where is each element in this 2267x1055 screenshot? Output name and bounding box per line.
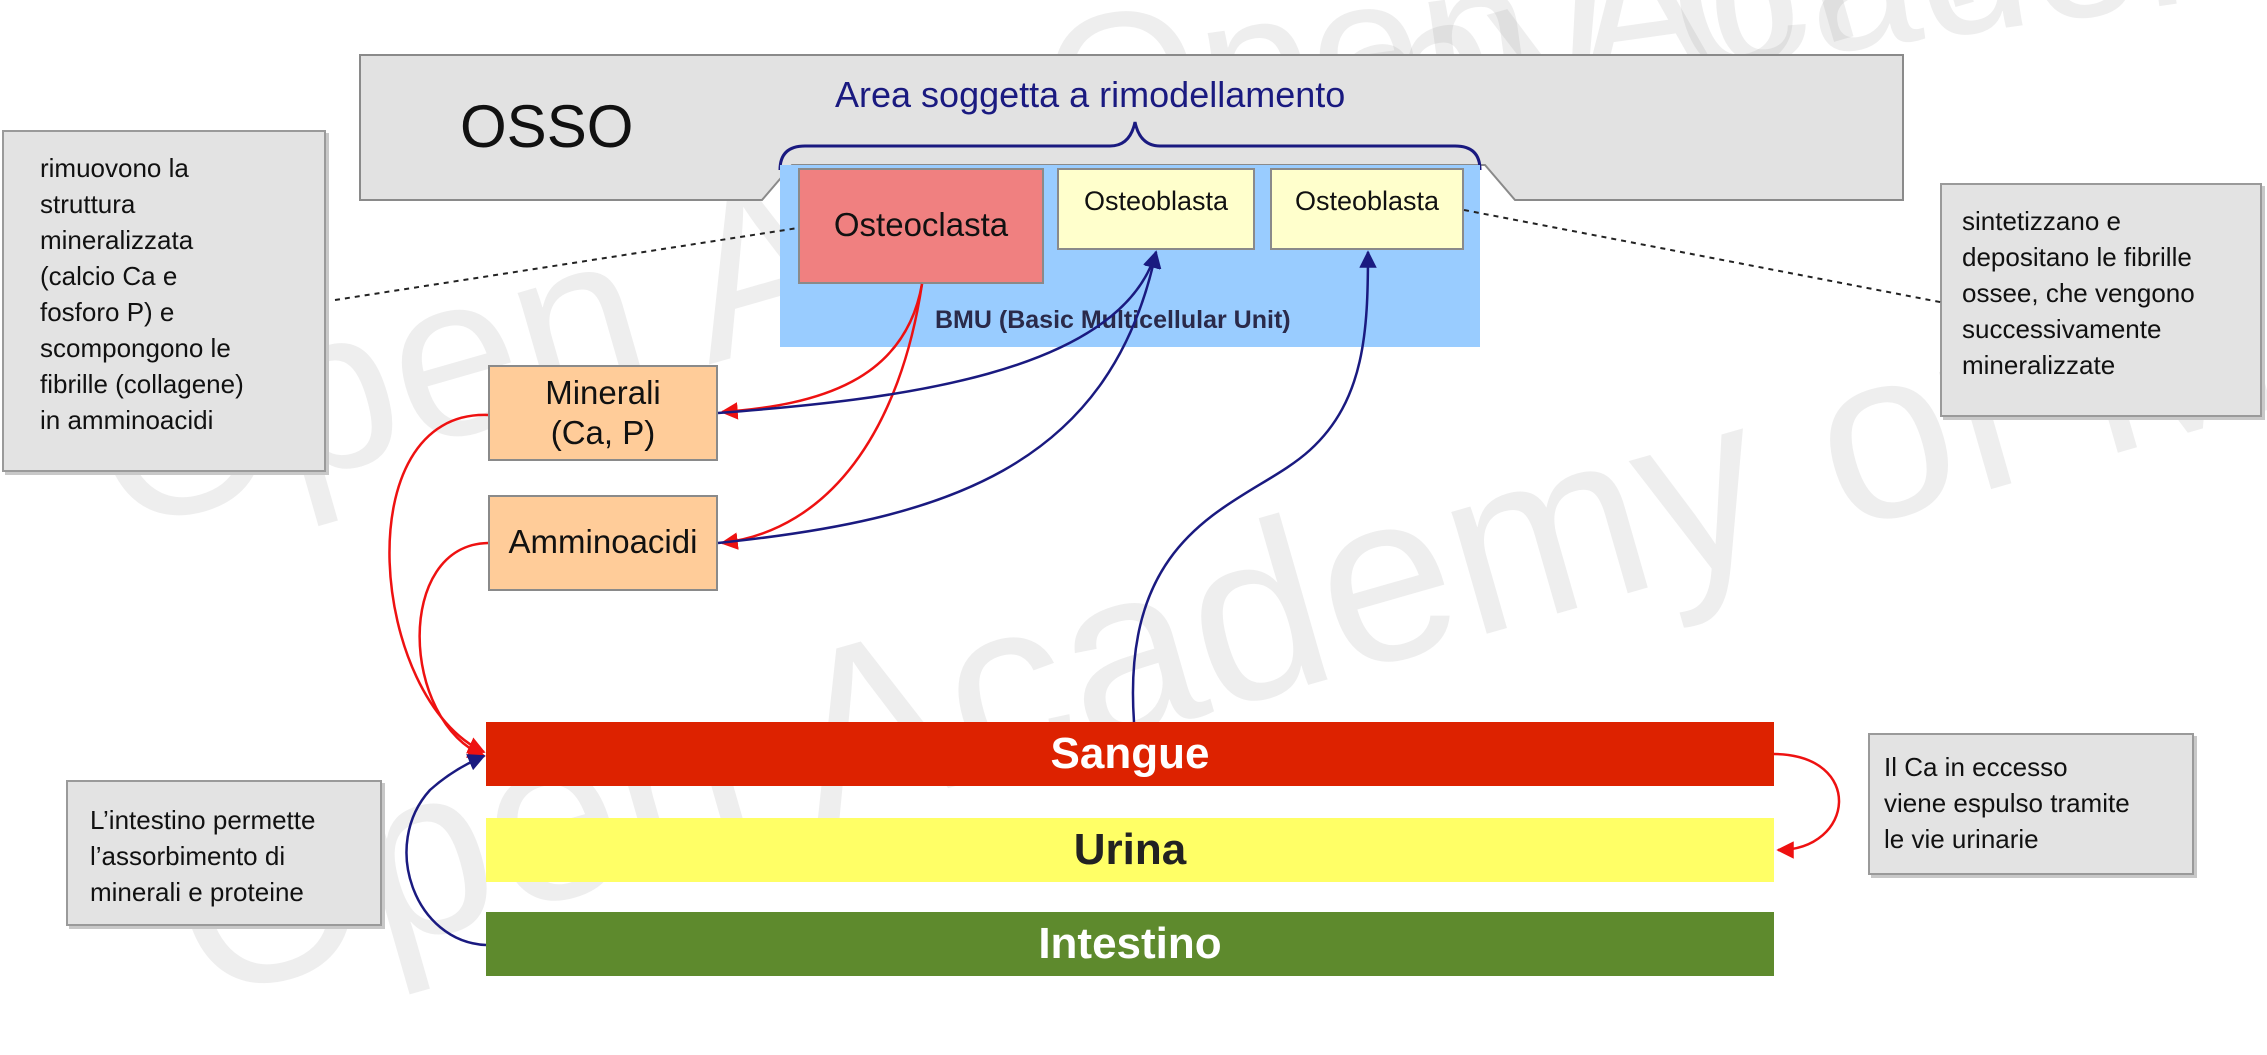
osteoclast-note-line: in amminoacidi <box>40 405 214 435</box>
blood-band: Sangue <box>486 722 1774 786</box>
osteoclast-note-line: fosforo P) e <box>40 297 175 327</box>
osteoblast-note-line: sintetizzano e <box>1962 206 2121 236</box>
amino-box: Amminoacidi <box>488 495 718 591</box>
osteoblast-note: sintetizzano e depositano le fibrille os… <box>1940 183 2262 417</box>
blood-to-urine-arrow <box>1773 752 1841 859</box>
osteoblast-cell-1: Osteoblasta <box>1057 168 1255 250</box>
osteoclast-note-line: (calcio Ca e <box>40 261 178 291</box>
remodel-area-label: Area soggetta a rimodellamento <box>835 74 1346 115</box>
osteoclast-note-line: rimuovono la <box>40 153 189 183</box>
osteoclast-note-line: mineralizzata <box>40 225 194 255</box>
minerals-to-blood-arrow <box>388 413 489 754</box>
osteoblast-note-line: successivamente <box>1962 314 2162 344</box>
bone-shape <box>359 54 1904 201</box>
remodel-brace <box>778 121 1482 171</box>
bmu-label: BMU (Basic Multicellular Unit) <box>935 306 1291 334</box>
intestine-note: L’intestino permette l’assorbimento di m… <box>66 780 382 926</box>
intestine-note-line: l’assorbimento di <box>90 841 286 871</box>
osteoclast-note-line: fibrille (collagene) <box>40 369 244 399</box>
intestine-note-line: minerali e proteine <box>90 877 304 907</box>
minerals-box: Minerali (Ca, P) <box>488 365 718 461</box>
osteoclast-cell: Osteoclasta <box>798 168 1044 284</box>
urine-band: Urina <box>486 818 1774 882</box>
bone-label: OSSO <box>460 93 634 160</box>
osteoblast-leader <box>1463 209 1946 304</box>
osteoclast-note: rimuovono la struttura mineralizzata (ca… <box>2 130 326 472</box>
minerals-label-line1: Minerali <box>545 374 661 411</box>
amino-to-osteoblast-arrow <box>717 250 1162 545</box>
osteoclast-note-line: scompongono le <box>40 333 231 363</box>
osteoclast-to-minerals-arrow <box>720 283 924 420</box>
osteoclast-note-line: struttura <box>40 189 136 219</box>
intestine-band: Intestino <box>486 912 1774 976</box>
osteoblast-note-line: ossee, che vengono <box>1962 278 2195 308</box>
minerals-label-line2: (Ca, P) <box>550 414 656 451</box>
osteoblast-note-line: mineralizzate <box>1962 350 2116 380</box>
osteoblast-note-line: depositano le fibrille <box>1962 242 2192 272</box>
urine-note-line: le vie urinarie <box>1884 824 2039 854</box>
intestine-note-line: L’intestino permette <box>90 805 316 835</box>
blood-to-osteoblast-arrow <box>1131 250 1377 723</box>
urine-note-line: viene espulso tramite <box>1884 788 2130 818</box>
intestine-to-blood-arrow <box>405 754 487 947</box>
osteoclast-leader <box>334 227 799 301</box>
urine-note: Il Ca in eccesso viene espulso tramite l… <box>1868 733 2194 875</box>
osteoclast-to-amino-arrow <box>720 283 924 550</box>
amino-to-blood-arrow <box>418 541 489 758</box>
osteoblast-cell-2: Osteoblasta <box>1270 168 1464 250</box>
connectors <box>334 209 1946 947</box>
urine-note-line: Il Ca in eccesso <box>1884 752 2068 782</box>
minerals-to-osteoblast-arrow <box>717 250 1160 415</box>
